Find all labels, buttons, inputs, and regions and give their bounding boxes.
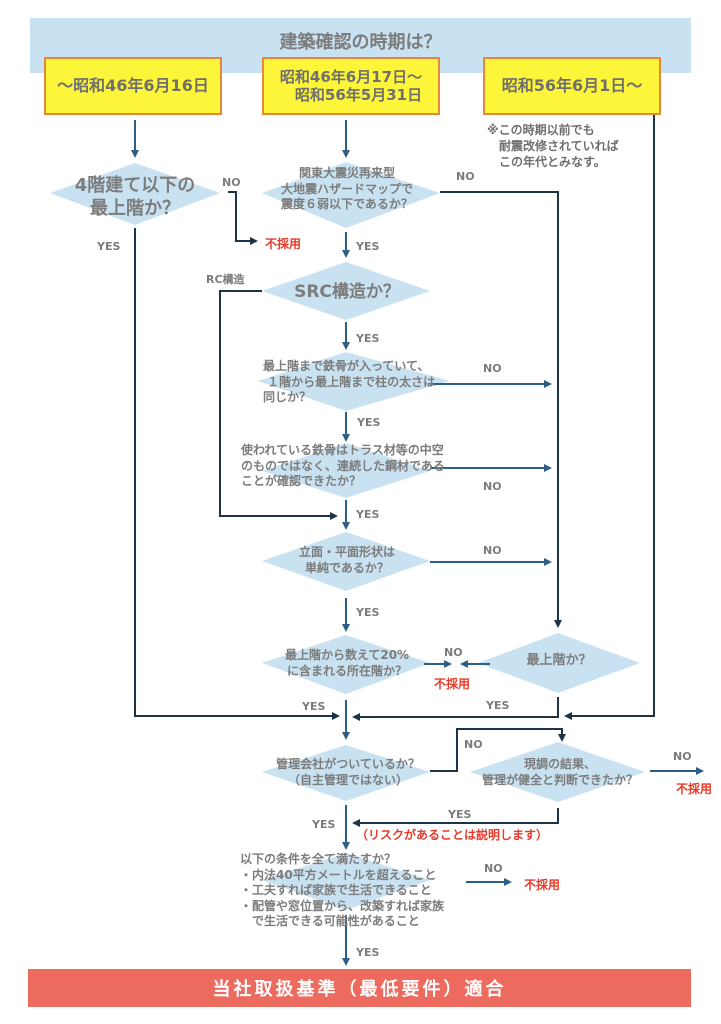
label-no-steel-cont: NO: [483, 480, 502, 493]
question-top20: 最上階から数えて20% に含まれる所在階か？: [284, 648, 410, 678]
era-note: ※この時期以前でも 耐震改修されていれば この年代とみなす。: [487, 123, 619, 170]
question-mgmt: 管理会社がついているか？ （自主管理ではない）: [276, 757, 420, 787]
question-topfloor: 最上階か？: [526, 653, 592, 668]
risk-note: （リスクがあることは説明します）: [356, 828, 549, 842]
diamond-steel-cont: [262, 443, 430, 498]
diamond-quake: [262, 162, 440, 228]
diamond-mgmt: [262, 745, 430, 801]
label-yes-topfloor: YES: [486, 699, 510, 712]
label-reject-survey: 不採用: [676, 782, 713, 796]
line-survey-yes: [352, 808, 559, 827]
label-no-shape: NO: [483, 544, 502, 557]
label-no-mgmt: NO: [464, 738, 483, 751]
label-reject-conditions: 不採用: [524, 878, 561, 892]
label-no-conditions: NO: [484, 862, 503, 875]
line-mgmt-no: [430, 728, 566, 772]
diamond-topfloor: [478, 633, 640, 693]
label-yes-quake: YES: [356, 240, 380, 253]
label-yes-top20: YES: [302, 700, 326, 713]
label-no-survey: NO: [673, 750, 692, 763]
question-survey: 現調の結果、 管理が健全と判断できたか？: [481, 757, 638, 787]
question-src: SRC構造か？: [294, 282, 400, 302]
line-topfloor-yes: [352, 697, 559, 721]
era-box-before-s46: 〜昭和46年6月16日: [44, 57, 222, 115]
question-quake: 関東大震災再来型 大地震ハザードマップで 震度６弱以下であるか？: [280, 166, 413, 212]
label-rc: RC構造: [206, 273, 245, 286]
line-floor4-yes: [134, 228, 340, 720]
question-conditions: 以下の条件を全て満たすか？ ・内法40平方メートルを超えること ・工夫すれば家族…: [240, 852, 445, 929]
label-yes-src: YES: [356, 332, 380, 345]
label-yes-survey: YES: [448, 808, 472, 821]
diamond-src: [262, 262, 430, 320]
question-steel-top: 最上階まで鉄骨が入っていて、 １階から最上階まで柱の太さは 同じか？: [263, 359, 436, 405]
label-reject-top20: 不採用: [434, 677, 471, 691]
diamond-shape: [262, 532, 430, 591]
label-yes-steel-cont: YES: [356, 508, 380, 521]
diamond-steel-top: [258, 352, 450, 411]
label-yes-mgmt: YES: [312, 818, 336, 831]
label-no-steel-top: NO: [483, 362, 502, 375]
label-no-top20: NO: [444, 646, 463, 659]
question-floor4: 4階建て以下の 最上階か？: [74, 175, 196, 220]
line-floor4-no: [228, 191, 258, 245]
label-no-quake: NO: [456, 170, 475, 183]
era-box-s46-s56: 昭和46年6月17日〜 昭和56年5月31日: [262, 57, 440, 115]
diamond-survey: [470, 742, 645, 802]
era-label: 昭和46年6月17日〜 昭和56年5月31日: [279, 68, 423, 104]
header-title: 建築確認の時期は？: [279, 32, 442, 53]
final-result-banner: 当社取扱基準（最低要件）適合: [28, 969, 691, 1007]
label-yes-conditions: YES: [356, 946, 380, 959]
question-shape: 立面・平面形状は 単純であるか？: [298, 545, 395, 575]
diamond-top20: [262, 635, 430, 694]
label-reject-floor4: 不採用: [265, 237, 302, 251]
line-quake-no: [440, 191, 562, 628]
line-era3: [564, 115, 655, 720]
question-steel-cont: 使われている鉄骨はトラス材等の中空 のものではなく、連続した鋼材である ことが確…: [241, 443, 445, 489]
era-box-after-s56: 昭和56年6月1日〜: [483, 57, 661, 115]
diamond-floor4: [50, 163, 220, 225]
label-no-floor4: NO: [222, 176, 241, 189]
label-yes-steel-top: YES: [357, 416, 381, 429]
era-label: 〜昭和46年6月16日: [57, 76, 209, 96]
label-yes-floor4: YES: [97, 240, 121, 253]
label-yes-shape: YES: [356, 606, 380, 619]
diamond-conditions: [262, 853, 430, 910]
era-label: 昭和56年6月1日〜: [501, 76, 643, 96]
line-src-rc: [219, 290, 338, 520]
